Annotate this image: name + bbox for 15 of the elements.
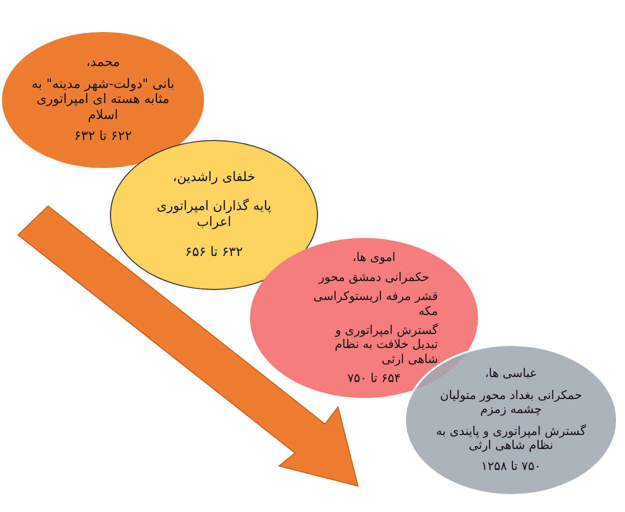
date-range: ۷۵۰ تا ۱۲۵۸ [481,459,541,474]
era-title: محمد، [86,55,120,71]
date-range: ۶۵۴ تا ۷۵۰ [347,371,401,386]
era-description: گسترش امپراتوری و پایندی به نظام شاهی ارثی [436,424,586,452]
era-description: بانی "دولت-شهر مدینه" به مثابه هسته ای امپراتوری اسلام [30,76,176,124]
era-description: گسترش امپراتوری و تبدیل خلافت به نظام شاهی ارثی [334,323,438,366]
era-title: عباسی ها، [484,366,538,381]
date-range: ۶۲۲ تا ۶۳۲ [74,129,132,145]
era-description: قشر مرفه اریستوکراسی مکه [312,289,438,318]
era-description: حکمرانی دمشق محور [318,270,430,284]
era-title: خلفای راشدین، [172,170,256,186]
era-description: حمکرانی بغداد محور متولیان چشمه زمزم [439,388,583,416]
era-description: پایه گذاران امپراتوری اعراب [156,199,272,231]
era-title: اموی ها، [352,250,396,265]
date-range: ۶۳۲ تا ۶۵۶ [185,244,243,260]
